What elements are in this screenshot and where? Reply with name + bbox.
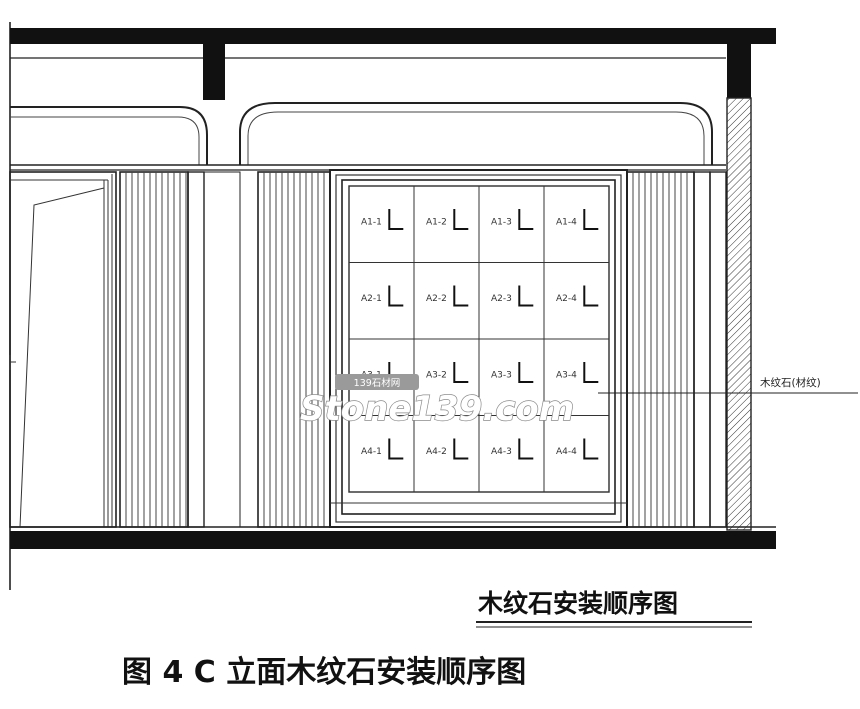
left-arch-soffit-inner [10,116,200,165]
panel-label: A2-3 [491,294,512,304]
drawing-title: 木纹石安装顺序图 [477,589,678,618]
install-order-bracket [518,285,534,307]
watermark-site-name: 139石材网 [354,377,401,389]
hatched-wall-section [726,97,752,531]
ceiling-beam-left [203,44,225,100]
install-order-bracket [388,438,404,460]
stone-panel [543,415,610,493]
center-arch-soffit [239,102,713,165]
install-order-bracket [583,208,599,230]
panel-label: A4-1 [361,447,382,457]
stone-panel-grid: A1-1A1-2A1-3A1-4A2-1A2-2A2-3A2-4A3-1A3-2… [348,185,610,493]
watermark-brand: Stone139.com [300,389,574,429]
panel-label: A3-4 [556,370,577,380]
install-order-bracket [453,285,469,307]
panel-label: A3-2 [426,370,447,380]
panel-label: A4-4 [556,447,577,457]
install-order-bracket [583,285,599,307]
panel-label: A2-1 [361,294,382,304]
install-order-bracket [583,361,599,383]
watermark: 139石材网 Stone139.com [299,374,575,430]
figure-caption: 图 4 C 立面木纹石安装顺序图 [122,655,526,690]
install-order-bracket [518,361,534,383]
panel-label: A1-3 [491,217,512,227]
install-order-bracket [453,361,469,383]
pilaster-left [119,171,189,528]
panel-label: A1-2 [426,217,447,227]
install-order-bracket [583,438,599,460]
panel-label: A1-4 [556,217,577,227]
watermark-site-badge [335,374,419,390]
ceiling-slab [10,28,776,44]
panel-label: A4-3 [491,447,512,457]
install-order-bracket [453,438,469,460]
panel-label: A3-3 [491,370,512,380]
install-order-bracket [518,438,534,460]
panel-label: A4-2 [426,447,447,457]
panel-label: A2-2 [426,294,447,304]
install-order-bracket [388,285,404,307]
install-order-bracket [453,208,469,230]
center-arch-soffit-inner [247,111,705,165]
floor-slab [10,531,776,549]
install-order-bracket [388,208,404,230]
install-order-bracket [518,208,534,230]
ceiling-beam-right [727,44,751,98]
panel-label: A1-1 [361,217,382,227]
callout-label: 木纹石(材纹) [760,376,821,389]
panel-label: A2-4 [556,294,577,304]
left-arch-soffit [10,106,208,165]
